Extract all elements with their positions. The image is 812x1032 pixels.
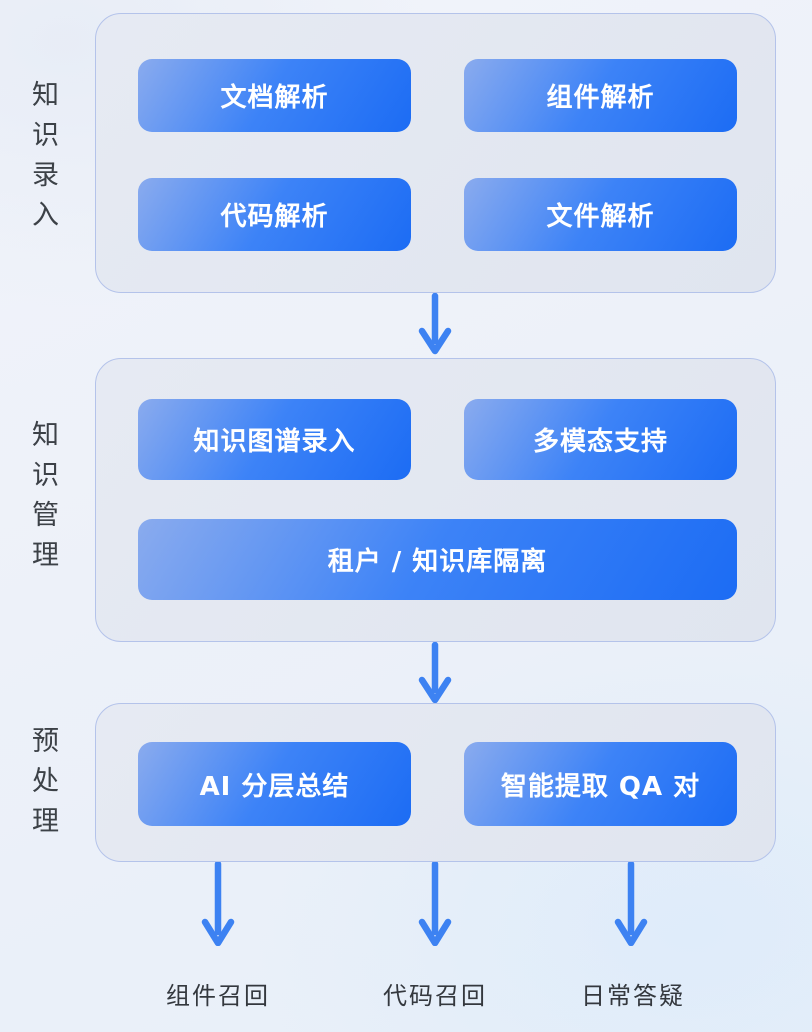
output-label-daily-qa: 日常答疑 (581, 982, 685, 1010)
node-ai-layered-summary: AI 分层总结 (138, 742, 411, 826)
node-doc-parsing: 文档解析 (138, 59, 411, 132)
node-code-parsing: 代码解析 (138, 178, 411, 251)
down-arrow-icon (415, 293, 455, 355)
down-arrow-icon (198, 862, 238, 946)
node-knowledge-graph-ingest: 知识图谱录入 (138, 399, 411, 480)
stage-label-knowledge-management: 知识管理 (27, 420, 58, 580)
node-component-parsing: 组件解析 (464, 59, 737, 132)
panel-preprocessing: AI 分层总结 智能提取 QA 对 (95, 703, 776, 862)
panel-knowledge-management: 知识图谱录入 多模态支持 租户 / 知识库隔离 (95, 358, 776, 642)
down-arrow-icon (611, 862, 651, 946)
node-smart-qa-extraction: 智能提取 QA 对 (464, 742, 737, 826)
down-arrow-icon (415, 862, 455, 946)
node-tenant-kb-isolation: 租户 / 知识库隔离 (138, 519, 737, 600)
stage-label-knowledge-input: 知识录入 (27, 80, 58, 240)
panel-knowledge-input: 文档解析 组件解析 代码解析 文件解析 (95, 13, 776, 293)
stage-label-preprocessing: 预处理 (27, 726, 58, 846)
down-arrow-icon (415, 642, 455, 704)
node-file-parsing: 文件解析 (464, 178, 737, 251)
output-label-code-recall: 代码召回 (383, 982, 487, 1010)
output-label-component-recall: 组件召回 (166, 982, 270, 1010)
node-multimodal-support: 多模态支持 (464, 399, 737, 480)
